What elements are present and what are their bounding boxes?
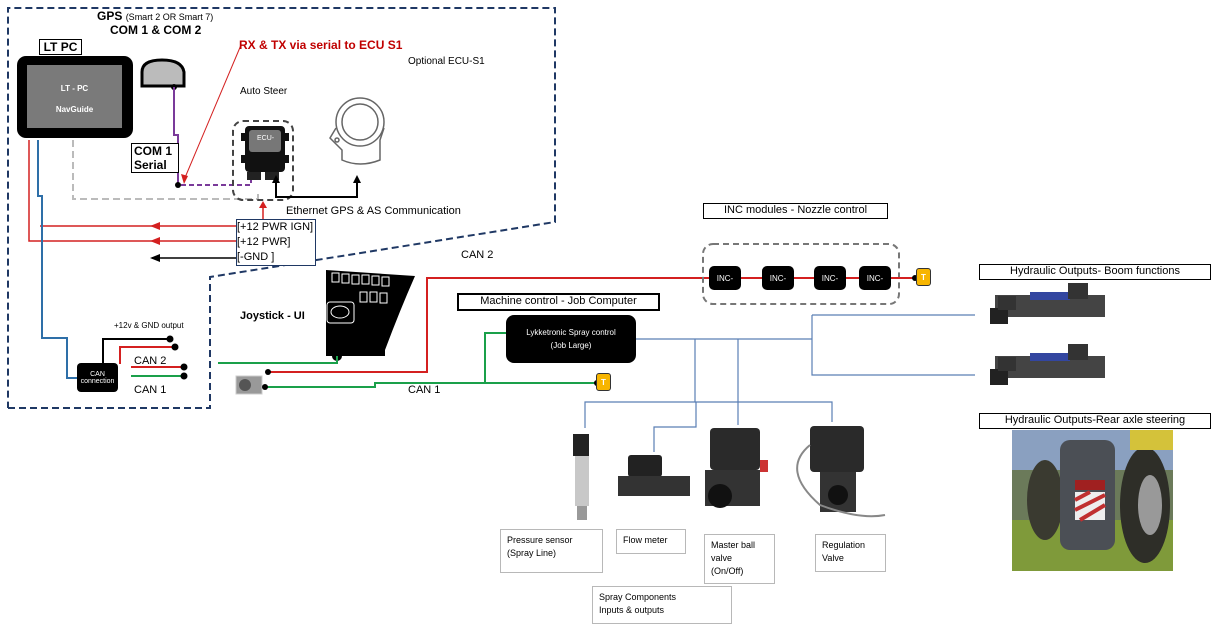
flow-meter-icon [618,455,690,496]
lt-pc-screen-line2: NavGuide [55,105,94,114]
gps-antenna-icon [140,58,186,88]
ecu-label: ECU- [257,135,275,142]
gps-title-text: GPS [97,9,123,23]
machine-control-title: Machine control - Job Computer [457,293,660,311]
rx-tx-note: RX & TX via serial to ECU S1 [239,38,403,52]
gps-subtitle: (Smart 2 OR Smart 7) [125,12,214,22]
ecu-enclosure [232,120,294,201]
hydraulic-rear-title: Hydraulic Outputs-Rear axle steering [979,413,1211,429]
power-wire-ign [28,140,236,242]
power-ign-label: [+12 PWR IGN] [237,221,314,233]
inc-module[interactable]: INC- [762,266,794,290]
joystick-label: Joystick - UI [240,310,305,322]
ethernet-note: Ethernet GPS & AS Communication [286,205,461,217]
can-connection-can1: CAN 1 [134,384,167,396]
power-pwr-label: [+12 PWR] [237,236,291,248]
serial-line: Serial [134,158,167,172]
master-valve-label: Master ball valve (On/Off) [704,534,775,584]
inc-module[interactable]: INC- [709,266,741,290]
com1-line: COM 1 [134,144,173,158]
can2-bus-label: CAN 2 [461,249,494,261]
lt-pc-label: LT PC [39,39,82,55]
steering-motor-icon [329,97,385,165]
optional-ecu-label: Optional ECU-S1 [408,56,485,67]
can2-terminator: T [916,268,931,286]
hydraulic-valve-icon-2 [990,344,1105,385]
spray-control-line2: (Job Large) [550,341,592,350]
master-ball-valve-icon [705,428,768,508]
auto-steer-label: Auto Steer [240,86,288,97]
rear-axle-photo [1012,430,1173,571]
lt-pc-screen: LT - PC NavGuide [27,65,122,128]
lt-pc-device[interactable]: LT - PC NavGuide [17,56,133,138]
output-lines [584,314,975,452]
flow-meter-label: Flow meter [616,529,686,554]
regulation-valve-label: Regulation Valve [815,534,886,572]
hydraulic-boom-title: Hydraulic Outputs- Boom functions [979,264,1211,280]
rx-tx-pointer [183,44,242,181]
gps-com-label: COM 1 & COM 2 [110,23,202,37]
serial-dashed-wire [181,180,252,186]
gps-zone-frame [7,7,556,409]
can1-terminator: T [596,373,611,391]
can-connection-line2: connection [80,377,115,385]
inc-title: INC modules - Nozzle control [703,203,888,219]
can-connection-device[interactable]: CAN connection [77,363,118,392]
spray-components-group-label: Spray Components Inputs & outputs [592,586,732,624]
ethernet-wire [275,180,358,198]
can1-branch [484,332,506,383]
can2-bus [268,277,708,373]
ethernet-dashed-link [72,140,259,200]
inc-module[interactable]: INC- [814,266,846,290]
joystick-can1-wire [218,356,338,364]
pressure-sensor-icon [573,434,589,520]
can1-bus-label: CAN 1 [408,384,441,396]
gps-title: GPS (Smart 2 OR Smart 7) [97,9,214,24]
power-labels: [+12 PWR IGN] [+12 PWR] [-GND ] [236,219,316,266]
can-output-note: +12v & GND output [114,321,184,330]
can-connection-line1: CAN [90,370,105,378]
regulation-valve-icon [796,426,886,518]
joystick-icon [326,270,415,356]
pressure-sensor-label: Pressure sensor (Spray Line) [500,529,603,573]
hydraulic-valve-icon-1 [990,283,1105,324]
power-gnd-label: [-GND ] [237,251,275,263]
lt-pc-screen-line1: LT - PC [60,84,89,93]
inc-group-frame [702,243,900,305]
spray-control-device[interactable]: Lykketronic Spray control (Job Large) [506,315,636,363]
blue-wire [37,140,78,379]
spray-control-line1: Lykketronic Spray control [526,328,616,337]
inc-module[interactable]: INC- [859,266,891,290]
can-connection-can2: CAN 2 [134,355,167,367]
com1-serial-label: COM 1 Serial [131,143,179,173]
